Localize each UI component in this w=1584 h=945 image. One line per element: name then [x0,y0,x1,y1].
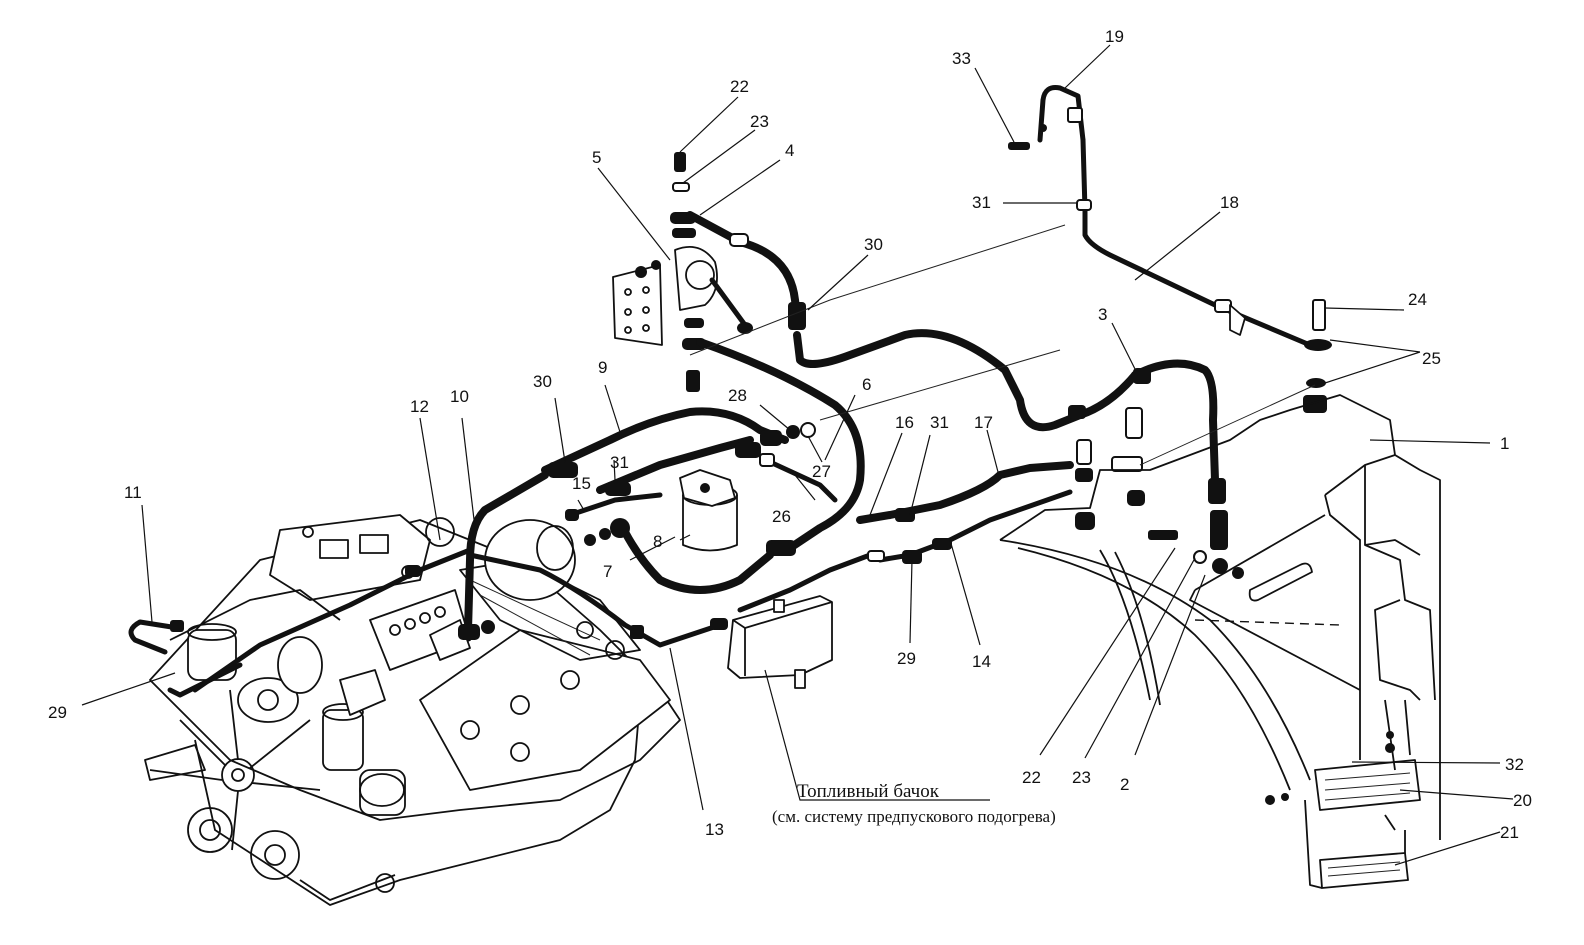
callout-18: 18 [1220,193,1239,212]
callout-1: 1 [1500,434,1509,453]
heater-fuel-tank [727,595,833,689]
callout-12: 12 [410,397,429,416]
callout-31-middle: 31 [610,453,629,472]
callout-25: 25 [1422,349,1441,368]
callout-16: 16 [895,413,914,432]
callout-5: 5 [592,148,601,167]
callout-28: 28 [728,386,747,405]
callout-27: 27 [812,462,831,481]
callout-31-right: 31 [930,413,949,432]
callout-33: 33 [952,49,971,68]
callout-15: 15 [572,474,591,493]
callout-32: 32 [1505,755,1524,774]
callout-labels: 1 2 3 4 5 6 7 8 9 10 11 12 13 14 15 16 1… [48,27,1532,842]
callout-20: 20 [1513,791,1532,810]
callout-29-center: 29 [897,649,916,668]
callout-21: 21 [1500,823,1519,842]
leader-lines [81,44,1514,866]
callout-14: 14 [972,652,991,671]
callout-26: 26 [772,507,791,526]
callout-23-top: 23 [750,112,769,131]
callout-17: 17 [974,413,993,432]
callout-24: 24 [1408,290,1427,309]
reference-lines [689,224,1316,466]
engine-block [144,514,681,906]
hand-pump-bracket [612,152,753,392]
callout-13: 13 [705,820,724,839]
callout-23-bottom: 23 [1072,768,1091,787]
callout-30-right: 30 [864,235,883,254]
callout-22-top: 22 [730,77,749,96]
callout-11: 11 [124,483,142,502]
callout-19: 19 [1105,27,1124,46]
callout-10: 10 [450,387,469,406]
callout-31-top: 31 [972,193,991,212]
caption-subtitle: (см. систему предпускового подогрева) [772,807,1056,826]
tank-fittings [1075,299,1332,564]
fuel-tank-caption: Топливный бачок (см. систему предпусково… [772,781,1056,826]
callout-6: 6 [862,375,871,394]
callout-9: 9 [598,358,607,377]
callout-30-left: 30 [533,372,552,391]
callout-22-bottom: 22 [1022,768,1041,787]
callout-29-left: 29 [48,703,67,722]
callout-4: 4 [785,141,794,160]
fuel-filter [679,469,738,552]
fuel-lines [128,85,1313,698]
callout-3: 3 [1098,305,1107,324]
callout-7: 7 [603,562,612,581]
caption-title: Топливный бачок [797,781,940,802]
callout-8: 8 [653,532,662,551]
callout-2: 2 [1120,775,1129,794]
main-fuel-tank [999,394,1441,889]
